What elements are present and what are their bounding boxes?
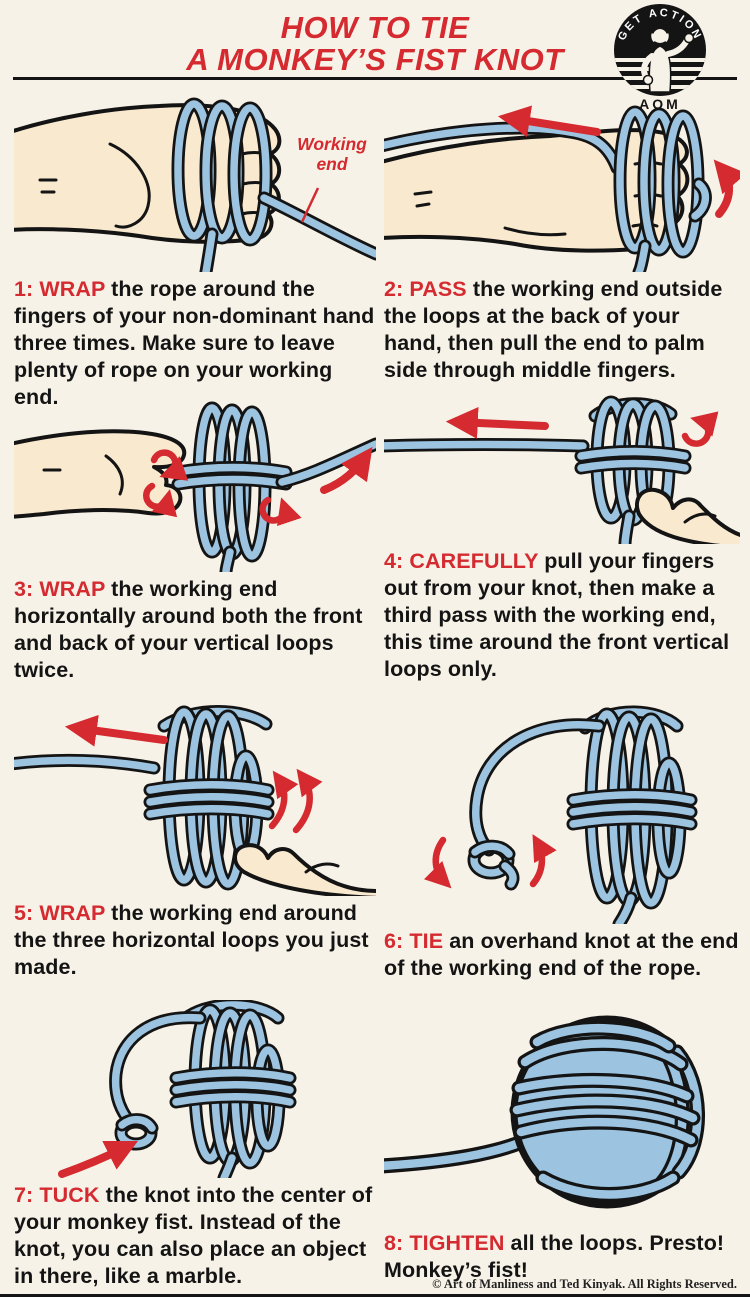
step-8-panel: 8: TIGHTEN all the loops. Presto! Monkey… [384, 1000, 740, 1284]
step-4-illustration [384, 395, 740, 544]
hand-graphic [233, 843, 376, 896]
step-1-text: the rope around the fingers of your non-… [14, 277, 375, 409]
step-2-caption: 2: PASS the working end outside the loop… [384, 276, 740, 384]
step-5-panel: 5: WRAP the working end around the three… [14, 698, 376, 981]
strongman-badge-icon: GET ACTION [614, 4, 706, 96]
step-1-keyword: 1: WRAP [14, 277, 106, 301]
step-8-caption: 8: TIGHTEN all the loops. Presto! Monkey… [384, 1230, 740, 1284]
step-8-keyword: 8: TIGHTEN [384, 1231, 505, 1255]
step-2-keyword: 2: PASS [384, 277, 467, 301]
step-3-caption: 3: WRAP the working end horizontally aro… [14, 576, 376, 684]
step-7-keyword: 7: TUCK [14, 1183, 100, 1207]
rope-graphic [384, 1130, 539, 1174]
rope-graphic [467, 705, 698, 924]
direction-arrow-icon [58, 1140, 139, 1178]
step-4-caption: 4: CAREFULLY pull your fingers out from … [384, 548, 740, 683]
rope-graphic [171, 97, 376, 272]
working-end-label: Working end [297, 134, 367, 174]
step-7-panel: 7: TUCK the knot into the center of your… [14, 1000, 376, 1290]
step-6-panel: 6: TIE an overhand knot at the end of th… [384, 698, 740, 982]
label-pointer-line [300, 187, 320, 223]
step-7-illustration [58, 1000, 297, 1178]
title-line-1: HOW TO TIE [280, 10, 470, 45]
step-5-keyword: 5: WRAP [14, 901, 106, 925]
rope-graphic [384, 395, 692, 544]
step-2-text: the working end outside the loops at the… [384, 277, 723, 382]
step-3-text: the working end horizontally around both… [14, 577, 363, 682]
step-3-panel: 3: WRAP the working end horizontally aro… [14, 394, 376, 684]
step-4-panel: 4: CAREFULLY pull your fingers out from … [384, 394, 740, 683]
step-5-text: the working end around the three horizon… [14, 901, 369, 979]
step-8-illustration [384, 1015, 705, 1209]
step-6-keyword: 6: TIE [384, 929, 444, 953]
direction-arrow-icon [423, 834, 557, 889]
direction-arrow-icon [143, 446, 373, 527]
header-divider [13, 77, 737, 80]
step-7-caption: 7: TUCK the knot into the center of your… [14, 1182, 376, 1290]
step-7-text: the knot into the center of your monkey … [14, 1183, 373, 1288]
step-6-illustration [423, 705, 698, 924]
rope-graphic [109, 1000, 297, 1178]
step-8-text: all the loops. Presto! Monkey’s fist! [384, 1231, 725, 1282]
rope-graphic [14, 705, 275, 891]
title-line-2: A MONKEY’S FIST KNOT [186, 42, 564, 77]
copyright-notice: © Art of Manliness and Ted Kinyak. All R… [432, 1277, 737, 1291]
step-3-illustration [14, 401, 376, 572]
step-4-text: pull your fingers out from your knot, th… [384, 549, 730, 681]
step-1-panel: Working end 1: WRAP the rope around the … [14, 88, 376, 411]
monkey-fist-ball-graphic [509, 1015, 705, 1209]
step-3-keyword: 3: WRAP [14, 577, 106, 601]
step-2-panel: 2: PASS the working end outside the loop… [384, 88, 740, 384]
aom-logo: GET ACTION AOM [608, 2, 712, 112]
step-6-text: an overhand knot at the end of the worki… [384, 929, 739, 980]
direction-arrow-icon [64, 714, 323, 834]
direction-arrow-icon [445, 406, 719, 447]
rope-graphic [171, 401, 376, 572]
step-5-caption: 5: WRAP the working end around the three… [14, 900, 376, 981]
step-1-caption: 1: WRAP the rope around the fingers of y… [14, 276, 376, 411]
step-4-keyword: 4: CAREFULLY [384, 549, 539, 573]
page-title: HOW TO TIE A MONKEY’S FIST KNOT [0, 12, 750, 76]
direction-arrow-icon [497, 105, 740, 218]
step-5-illustration [14, 705, 376, 896]
step-1-illustration [14, 97, 376, 272]
step-2-illustration [384, 105, 740, 272]
step-6-caption: 6: TIE an overhand knot at the end of th… [384, 928, 740, 982]
bottom-border [0, 1294, 750, 1297]
aom-wordmark: AOM [639, 96, 681, 112]
hand-graphic [635, 487, 740, 544]
hand-graphic [14, 429, 187, 519]
rope-graphic [384, 105, 712, 272]
strongman-icon [641, 24, 695, 93]
